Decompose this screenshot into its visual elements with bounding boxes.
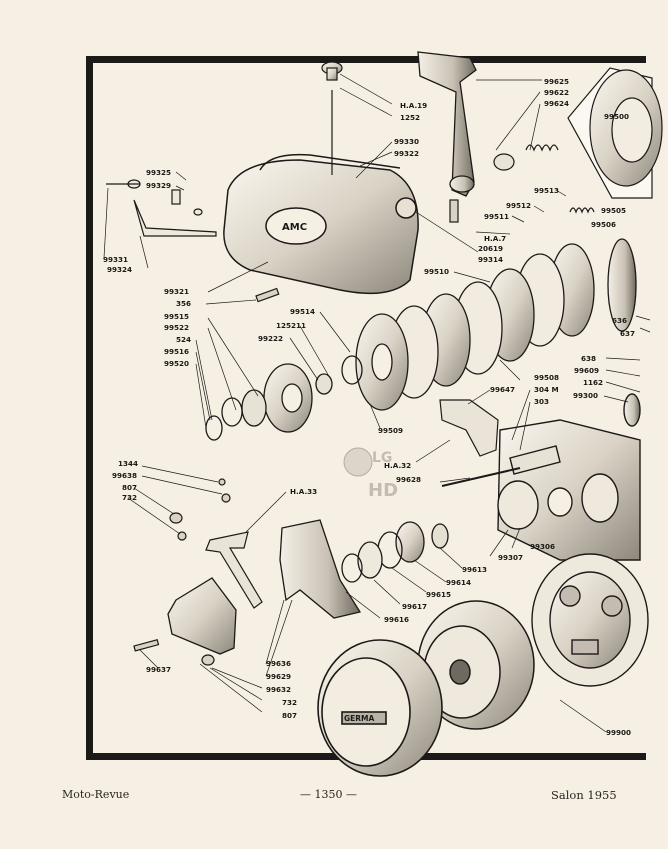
cover-emblem: AMC bbox=[282, 222, 307, 233]
label-99330: 99330 bbox=[394, 137, 419, 146]
label-637: 637 bbox=[620, 329, 635, 338]
label-99512: 99512 bbox=[506, 201, 531, 210]
label-99515: 99515 bbox=[164, 312, 189, 321]
clutch-plates bbox=[355, 238, 637, 411]
flywheel bbox=[417, 600, 535, 730]
label-99609: 99609 bbox=[574, 366, 599, 375]
label-303: 303 bbox=[534, 397, 549, 406]
footer-publication: Moto-Revue bbox=[62, 788, 130, 801]
label-99613: 99613 bbox=[462, 565, 487, 574]
label-99513: 99513 bbox=[534, 186, 559, 195]
label-99520: 99520 bbox=[164, 359, 189, 368]
label-99325: 99325 bbox=[146, 168, 171, 177]
label-1252: 1252 bbox=[400, 113, 420, 122]
label-ha33: H.A.33 bbox=[290, 487, 317, 496]
label-99505: 99505 bbox=[601, 206, 626, 215]
label-99900: 99900 bbox=[606, 728, 631, 737]
rod-99628 bbox=[441, 467, 521, 487]
label-356: 356 bbox=[176, 299, 191, 308]
label-636: 636 bbox=[612, 316, 627, 325]
label-125211: 125211 bbox=[276, 321, 306, 330]
label-304m: 304 M bbox=[534, 385, 559, 394]
watermark-line1: LG bbox=[372, 450, 392, 466]
label-99617: 99617 bbox=[402, 602, 427, 611]
label-99331: 99331 bbox=[103, 255, 128, 264]
label-524: 524 bbox=[176, 335, 191, 344]
leader-lines bbox=[103, 73, 651, 733]
label-99300: 99300 bbox=[573, 391, 598, 400]
label-99222: 99222 bbox=[258, 334, 283, 343]
footer-edition: Salon 1955 bbox=[551, 788, 617, 802]
lghd-watermark: LG HD bbox=[343, 447, 398, 501]
label-99636: 99636 bbox=[266, 659, 291, 668]
label-99629: 99629 bbox=[266, 672, 291, 681]
label-99322: 99322 bbox=[394, 149, 419, 158]
lever-ha33 bbox=[205, 531, 263, 609]
selector-linkage bbox=[106, 179, 217, 237]
label-99637: 99637 bbox=[146, 665, 171, 674]
label-ha32: H.A.32 bbox=[384, 461, 411, 470]
filler-plug bbox=[321, 61, 343, 175]
watermark-line2: HD bbox=[368, 480, 398, 501]
part-labels: 99625 99622 99624 H.A.19 1252 99500 9933… bbox=[103, 77, 635, 737]
label-99329: 99329 bbox=[146, 181, 171, 190]
ignition-rotor bbox=[567, 67, 663, 199]
label-99306: 99306 bbox=[530, 542, 555, 551]
label-1344: 1344 bbox=[118, 459, 138, 468]
stator-plate bbox=[531, 553, 649, 687]
magneto-emblem: GERMA bbox=[344, 714, 375, 723]
label-99508: 99508 bbox=[534, 373, 559, 382]
label-ha19: H.A.19 bbox=[400, 101, 427, 110]
label-1162: 1162 bbox=[583, 378, 603, 387]
label-99510: 99510 bbox=[424, 267, 449, 276]
footer-page-number: — 1350 — bbox=[300, 788, 357, 801]
gearbox-cover: AMC bbox=[223, 153, 419, 295]
bolts bbox=[133, 199, 459, 666]
selector-bracket bbox=[439, 399, 499, 457]
label-99632: 99632 bbox=[266, 685, 291, 694]
label-638: 638 bbox=[581, 354, 596, 363]
label-99647: 99647 bbox=[490, 385, 515, 394]
label-99314: 99314 bbox=[478, 255, 503, 264]
label-99624: 99624 bbox=[544, 99, 569, 108]
spring-parts bbox=[493, 144, 595, 214]
label-99614: 99614 bbox=[446, 578, 471, 587]
label-99522: 99522 bbox=[164, 323, 189, 332]
label-99625: 99625 bbox=[544, 77, 569, 86]
label-99628: 99628 bbox=[396, 475, 421, 484]
label-99511: 99511 bbox=[484, 212, 509, 221]
label-99307: 99307 bbox=[498, 553, 523, 562]
label-807-bottom: 807 bbox=[282, 711, 297, 720]
label-20619: 20619 bbox=[478, 244, 503, 253]
chain-guard bbox=[167, 577, 237, 655]
label-99506: 99506 bbox=[591, 220, 616, 229]
label-99509: 99509 bbox=[378, 426, 403, 435]
label-807-top: 807 bbox=[122, 483, 137, 492]
label-99321: 99321 bbox=[164, 287, 189, 296]
pinion-gear bbox=[341, 521, 449, 583]
label-732-bottom: 732 bbox=[282, 698, 297, 707]
label-99616: 99616 bbox=[384, 615, 409, 624]
label-99500: 99500 bbox=[604, 112, 629, 121]
label-99638: 99638 bbox=[112, 471, 137, 480]
label-99516: 99516 bbox=[164, 347, 189, 356]
label-732-top: 732 bbox=[122, 493, 137, 502]
label-99622: 99622 bbox=[544, 88, 569, 97]
label-99514: 99514 bbox=[290, 307, 315, 316]
label-99615: 99615 bbox=[426, 590, 451, 599]
label-ha7: H.A.7 bbox=[484, 234, 506, 243]
label-99324: 99324 bbox=[107, 265, 132, 274]
kickstart-lever bbox=[417, 51, 477, 197]
pressure-plate bbox=[205, 355, 363, 441]
magneto-cover: GERMA bbox=[317, 639, 443, 777]
support-bracket bbox=[279, 519, 362, 619]
